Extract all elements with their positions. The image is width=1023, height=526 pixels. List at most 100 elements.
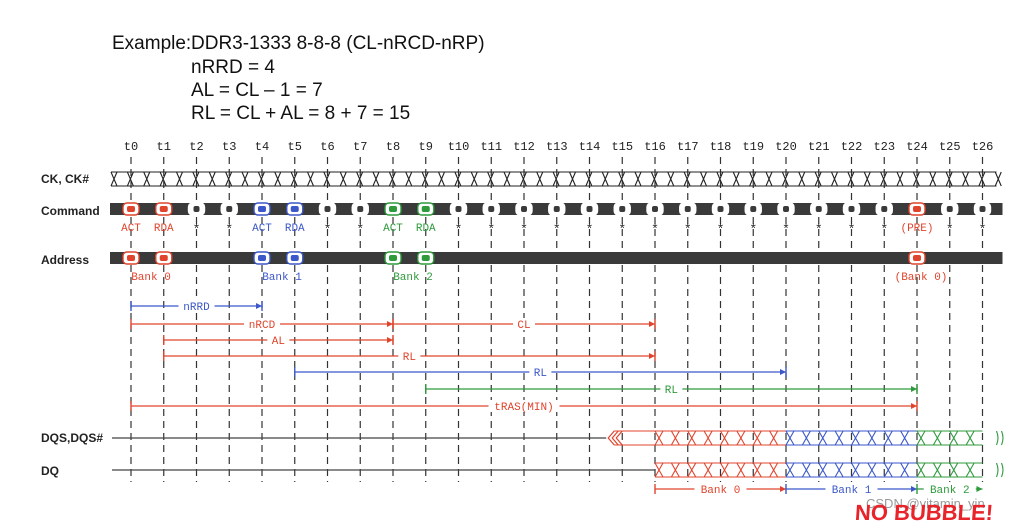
command-label: * — [880, 222, 888, 237]
timing-arrow-label-bg — [529, 366, 552, 378]
command-label: ACT — [252, 223, 272, 235]
command-cell-core — [750, 206, 757, 212]
command-label: * — [979, 222, 987, 237]
command-cell-core — [815, 206, 822, 212]
timing-arrow-head — [387, 321, 393, 327]
timing-arrow-label: nRRD — [183, 302, 210, 314]
tick-label: t20 — [775, 140, 797, 154]
command-cell-core — [290, 206, 299, 212]
burst-label: Bank 0 — [701, 485, 741, 497]
tick-label: t13 — [546, 140, 568, 154]
example-label: Example: — [112, 33, 192, 54]
command-cell-core — [357, 206, 364, 212]
dq-waveform — [112, 462, 1004, 478]
address-cell-core — [159, 255, 168, 261]
command-label: * — [520, 222, 528, 237]
timing-arrow-label: nRCD — [249, 320, 276, 332]
command-label: * — [193, 222, 201, 237]
tick-label: t2 — [189, 140, 203, 154]
burst-label-bg — [694, 483, 747, 495]
dqs-waveform — [112, 430, 1004, 446]
timing-arrow-label-bg — [398, 350, 421, 362]
address-label: Bank 2 — [393, 272, 433, 284]
tick-label: t11 — [480, 140, 502, 154]
timing-arrow-label: CL — [517, 320, 530, 332]
tick-label: t9 — [419, 140, 433, 154]
command-cell-core — [389, 206, 397, 212]
command-cell-core — [226, 206, 233, 212]
tick-label: t4 — [255, 140, 269, 154]
timing-arrow-head — [780, 369, 786, 375]
command-cell-core — [946, 206, 953, 212]
address-cell-core — [421, 255, 430, 261]
tick-label: t7 — [353, 140, 367, 154]
command-cell-core — [979, 206, 986, 212]
tick-label: t19 — [742, 140, 764, 154]
command-cell-core — [521, 206, 527, 212]
timing-arrow-head — [387, 337, 393, 343]
tick-label: t10 — [448, 140, 470, 154]
signal-command-label: Command — [41, 204, 100, 218]
example-line: Example:DDR3-1333 8-8-8 (CL-nRCD-nRP) — [112, 33, 485, 55]
command-bus — [110, 202, 1003, 216]
dqs-transitions — [785, 430, 910, 446]
command-label: ACT — [383, 223, 403, 235]
data-burst-arrows: Bank 0 Bank 1 Bank 2 — [654, 483, 983, 497]
tick-label: t3 — [222, 140, 236, 154]
clock-waveform — [110, 171, 1002, 187]
address-cell-core — [290, 255, 299, 261]
command-cell-core — [848, 206, 855, 212]
command-label: * — [684, 222, 692, 237]
timing-arrow-label-bg — [267, 334, 290, 346]
command-label: RDA — [285, 223, 305, 235]
tick-label: t5 — [288, 140, 302, 154]
command-label: * — [815, 222, 823, 237]
timing-arrow-label-bg — [488, 400, 560, 412]
tick-label: t26 — [972, 140, 994, 154]
timing-arrow-label: RL — [403, 352, 416, 364]
address-band — [110, 252, 1003, 264]
timing-arrow-label-bg — [660, 383, 683, 395]
al-line: AL = CL – 1 = 7 — [191, 80, 323, 101]
address-cell-core — [389, 255, 397, 261]
command-cell-core — [159, 206, 168, 212]
command-cell-core — [455, 206, 462, 212]
command-cell-core — [717, 206, 724, 212]
tick-label: t8 — [386, 140, 400, 154]
command-label: * — [651, 222, 659, 237]
timing-arrow-label-bg — [178, 300, 215, 312]
address-label: Bank 0 — [131, 272, 171, 284]
burst-label-bg — [923, 483, 976, 495]
command-label: * — [717, 222, 725, 237]
command-cell-core — [783, 206, 789, 212]
command-cell-core — [652, 206, 658, 212]
command-label: * — [848, 222, 856, 237]
no-bubble-label: NO BUBBLE! — [854, 500, 995, 525]
command-cell-core — [127, 206, 135, 212]
command-label: * — [586, 222, 594, 237]
timing-arrow-label: AL — [272, 336, 285, 348]
tick-label: t17 — [677, 140, 699, 154]
command-cell-core — [488, 206, 495, 212]
signal-clock-label: CK, CK# — [41, 172, 89, 186]
dq-break — [995, 462, 1004, 478]
tick-label: t12 — [513, 140, 535, 154]
timing-arrow-label: tRAS(MIN) — [494, 402, 553, 414]
command-cell-core — [586, 206, 593, 212]
burst-label: Bank 2 — [930, 485, 970, 497]
dq-transitions — [654, 462, 779, 478]
command-cell-core — [881, 206, 888, 212]
tick-label: t15 — [611, 140, 633, 154]
dqs-preamble — [607, 430, 623, 446]
burst-label: Bank 1 — [832, 485, 872, 497]
tick-label: t22 — [841, 140, 863, 154]
command-label: * — [356, 222, 364, 237]
timing-arrow-head — [911, 386, 917, 392]
example-value: DDR3-1333 8-8-8 (CL-nRCD-nRP) — [191, 33, 485, 54]
command-label: * — [455, 222, 463, 237]
clock-edges — [110, 171, 1002, 187]
signal-dqs-label: DQS,DQS# — [41, 431, 103, 445]
